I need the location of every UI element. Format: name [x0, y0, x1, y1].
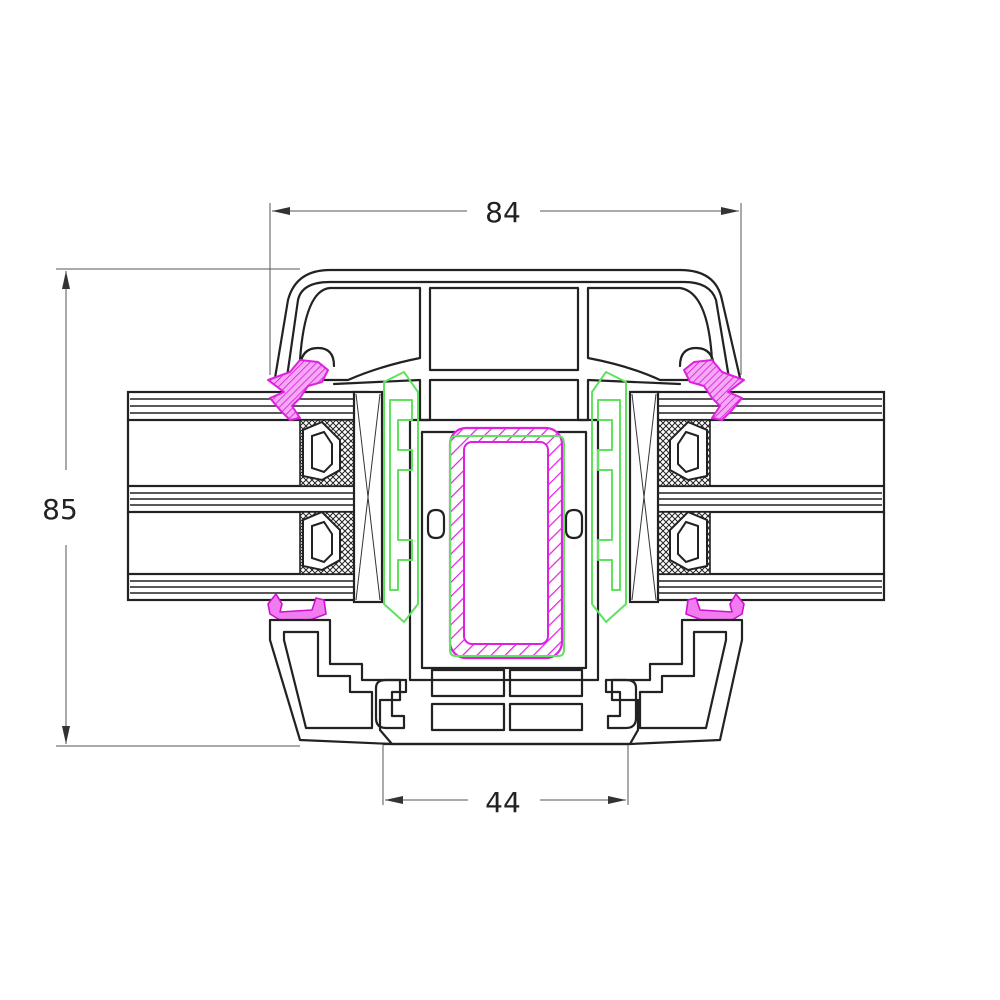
glazing-left: [126, 390, 370, 602]
setting-block-right: [628, 390, 660, 604]
gasket-top-left: [267, 359, 329, 421]
glazing-bead-right: [591, 371, 627, 623]
dimension-height-label: 85: [42, 493, 78, 526]
dimension-bottom: 44: [382, 745, 629, 819]
dimension-top: 84: [269, 196, 742, 375]
dimension-bottom-label: 44: [485, 786, 521, 819]
setting-block-left: [352, 390, 384, 604]
dimension-top-label: 84: [485, 196, 521, 229]
spacer-left: [299, 419, 356, 575]
gasket-top-right: [683, 359, 745, 421]
mullion-profile: [408, 418, 600, 682]
dimension-height: 85: [42, 268, 300, 747]
frame-profile-bottom: [268, 618, 744, 746]
glazing-bead-left: [383, 371, 419, 623]
glazing-right: [630, 390, 886, 602]
